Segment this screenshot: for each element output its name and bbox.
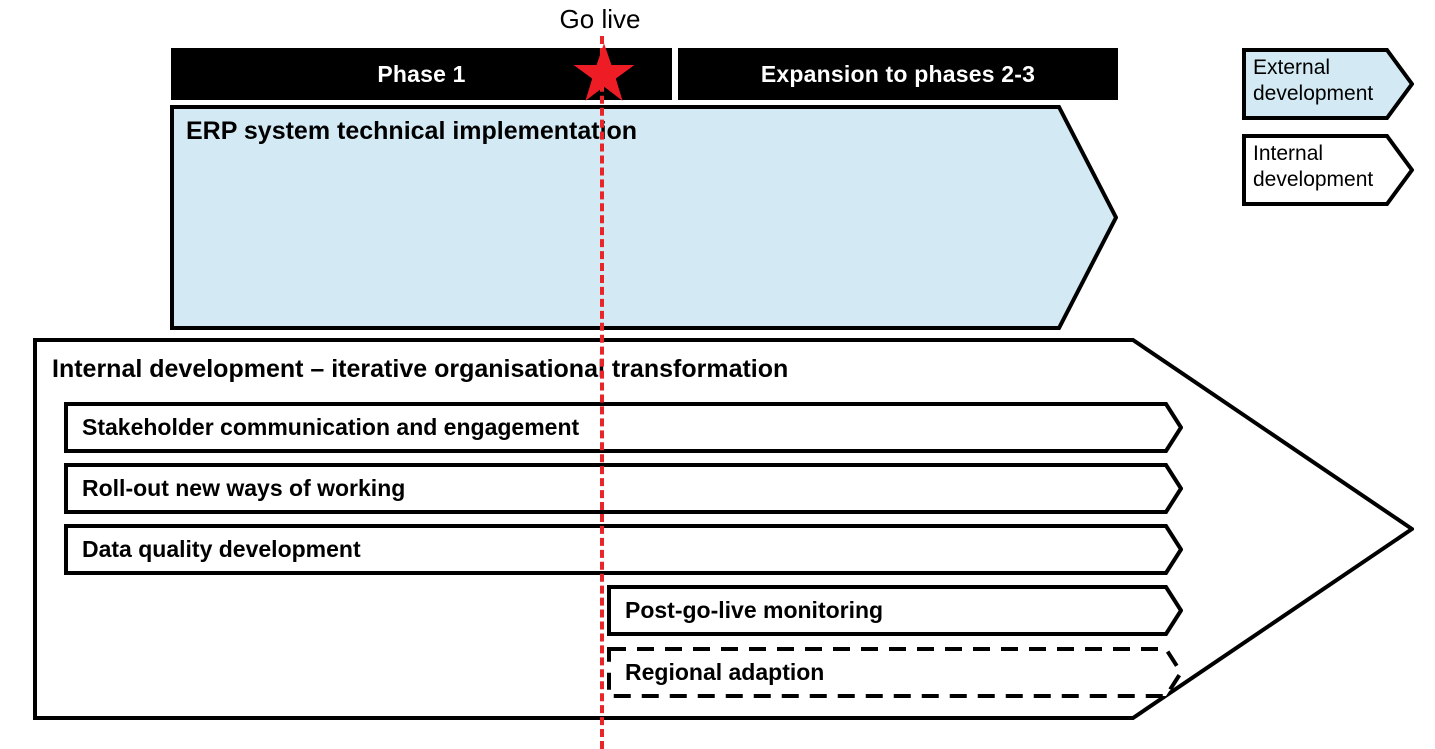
phase-bar-1-label: Phase 1 [377,60,466,87]
phase-bar-2: Expansion to phases 2-3 [678,48,1118,100]
legend-swatch-internal [1242,134,1414,206]
legend-swatch-external [1242,48,1414,120]
legend-item-internal-development[interactable]: Internal development [1242,134,1414,206]
go-live-marker-line [600,36,604,749]
workstream-label: Roll-out new ways of working [82,475,406,501]
workstream-bar-roll-out-new-ways-of-working[interactable]: Roll-out new ways of working [64,463,1183,514]
legend-label-external: External development [1253,56,1374,105]
legend-label-internal: Internal development [1253,142,1374,191]
workstream-bar-stakeholder-communication[interactable]: Stakeholder communication and engagement [64,402,1183,453]
workstream-label: Regional adaption [625,659,825,685]
workstream-shape [607,585,1183,636]
internal-development-label: Internal development – iterative organis… [52,355,789,383]
legend-item-external-development[interactable]: External development [1242,48,1414,120]
erp-system-label: ERP system technical implementation [186,117,638,145]
star-icon-shape [573,43,635,101]
workstream-shape-dashed [607,647,1183,698]
workstream-label: Stakeholder communication and engagement [82,414,580,440]
workstream-label: Data quality development [82,536,361,562]
workstream-bar-post-go-live-monitoring[interactable]: Post-go-live monitoring [607,585,1183,636]
star-icon [573,43,635,101]
workstream-label: Post-go-live monitoring [625,597,884,623]
workstream-shape [64,402,1183,453]
workstream-bar-regional-adaption[interactable]: Regional adaption [607,647,1183,698]
workstream-bar-data-quality-development[interactable]: Data quality development [64,524,1183,575]
workstream-shape [64,524,1183,575]
go-live-label: Go live [559,4,641,34]
workstream-shape [64,463,1183,514]
phase-bar-2-label: Expansion to phases 2-3 [760,60,1036,87]
